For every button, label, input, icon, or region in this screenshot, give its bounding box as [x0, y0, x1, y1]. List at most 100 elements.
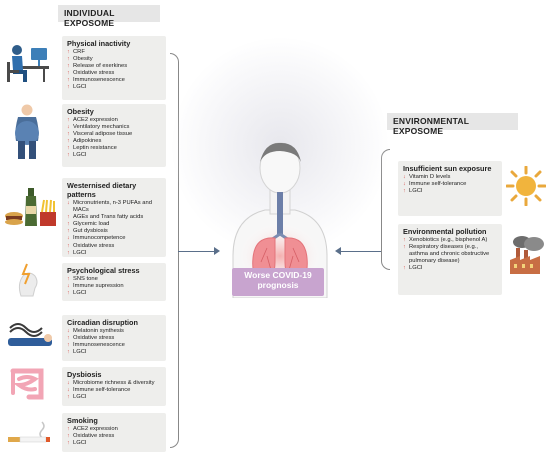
card-item: ↑Glycemic load [67, 221, 161, 228]
card-item: ↑Oxidative stress [67, 243, 161, 250]
card-item-text: LGCI [73, 440, 87, 447]
card-item: ↑LGCI [67, 290, 161, 297]
down-arrow-icon: ↓ [67, 380, 70, 386]
card-title: Obesity [67, 107, 94, 116]
up-arrow-icon: ↑ [67, 131, 70, 138]
card-insufficient-sun: Insufficient sun exposure↓Vitamin D leve… [398, 161, 502, 216]
up-arrow-icon: ↑ [67, 145, 70, 152]
card-item-text: Oxidative stress [73, 433, 115, 440]
card-item-text: MACs [73, 207, 89, 214]
card-item: ↓Ventilatory mechanics [67, 124, 161, 131]
up-arrow-icon: ↑ [67, 249, 70, 256]
up-arrow-icon: ↑ [67, 290, 70, 297]
card-item: asthma and chronic obstructive [403, 251, 497, 258]
card-title: Dysbiosis [67, 370, 102, 379]
card-item: ↑Leptin resistance [67, 145, 161, 152]
card-item-text: LGCI [73, 84, 87, 91]
up-arrow-icon: ↑ [67, 242, 70, 249]
card-item-text: LGCI [73, 394, 87, 401]
card-item-text: Micronutrients, n-3 PUFAs and [73, 200, 152, 206]
card-item-text: asthma and chronic obstructive [409, 251, 490, 258]
card-item-text: pulmonary disease) [409, 258, 460, 265]
card-item: ↑LGCI [67, 152, 161, 159]
up-arrow-icon: ↑ [67, 335, 70, 342]
up-arrow-icon: ↑ [67, 77, 70, 84]
card-item-text: Oxidative stress [73, 335, 115, 342]
up-arrow-icon: ↑ [67, 56, 70, 63]
card-item: ↓Melatonin synthesis [67, 328, 161, 335]
up-arrow-icon: ↑ [67, 228, 70, 235]
down-arrow-icon: ↓ [67, 200, 70, 206]
card-item: ↑Xenobiotics (e.g., bisphenol A) [403, 237, 497, 244]
down-arrow-icon: ↓ [67, 283, 70, 290]
up-arrow-icon: ↑ [67, 152, 70, 159]
individual-exposome-header: INDIVIDUAL EXPOSOME [58, 5, 160, 28]
up-arrow-icon: ↑ [67, 221, 70, 228]
card-item: ↑LGCI [67, 250, 161, 257]
card-item-text: Immunosenescence [73, 77, 125, 84]
down-arrow-icon: ↓ [67, 124, 70, 131]
factory-pollution-icon [510, 236, 544, 274]
up-arrow-icon: ↑ [403, 244, 406, 251]
card-item-text: ACE2 expression [73, 426, 118, 432]
card-item: ↑Visceral adipose tissue [67, 131, 161, 138]
card-item-text: Respiratory diseases (e.g., [409, 244, 478, 251]
card-item-text: Ventilatory mechanics [73, 124, 130, 131]
card-smoking: Smoking↑ACE2 expression↑Oxidative stress… [62, 413, 166, 452]
card-item: ↓Immunocompetence [67, 235, 161, 242]
card-item-text: Oxidative stress [73, 70, 115, 77]
card-title: Psychological stress [67, 266, 140, 275]
card-environmental-pollution: Environmental pollution↑Xenobiotics (e.g… [398, 224, 502, 295]
card-item: ↑LGCI [67, 84, 161, 91]
environmental-exposome-header: ENVIRONMENTAL EXPOSOME [387, 113, 518, 136]
card-item-text: CRF [73, 49, 85, 55]
card-item: ↓Immune self-tolerance [67, 387, 161, 394]
up-arrow-icon: ↑ [67, 276, 70, 282]
card-item-text: SNS tone [73, 276, 98, 282]
outcome-line-2: prognosis [257, 280, 299, 290]
card-item-text: Microbiome richness & diversity [73, 380, 155, 386]
card-obesity: Obesity↑ACE2 expression↓Ventilatory mech… [62, 104, 166, 167]
down-arrow-icon: ↓ [403, 181, 406, 188]
outcome-line-1: Worse COVID-19 [244, 270, 312, 280]
card-item-text: LGCI [409, 265, 423, 272]
up-arrow-icon: ↑ [67, 440, 70, 447]
card-item: ↑ACE2 expression [67, 117, 161, 124]
up-arrow-icon: ↑ [67, 214, 70, 221]
card-title: Environmental pollution [403, 227, 487, 236]
card-item: ↓Immune supression [67, 283, 161, 290]
card-item-text: Melatonin synthesis [73, 328, 124, 334]
card-item: ↑LGCI [403, 265, 497, 272]
card-item: ↓Microbiome richness & diversity [67, 380, 161, 387]
up-arrow-icon: ↑ [67, 49, 70, 55]
card-title: Smoking [67, 416, 98, 425]
card-psychological-stress: Psychological stress↑SNS tone↓Immune sup… [62, 263, 166, 301]
card-item: ↑Release of exerkines [67, 63, 161, 70]
junk-food-icon [5, 188, 56, 226]
card-item-text: Visceral adipose tissue [73, 131, 133, 138]
card-item-text: Vitamin D levels [409, 174, 451, 180]
card-item-text: Xenobiotics (e.g., bisphenol A) [409, 237, 488, 243]
up-arrow-icon: ↑ [67, 394, 70, 401]
card-physical-inactivity: Physical inactivity↑CRF↑Obesity↑Release … [62, 36, 166, 100]
person-at-desk-icon [7, 45, 49, 82]
sleeping-person-icon [8, 323, 52, 346]
card-dysbiosis: Dysbiosis↓Microbiome richness & diversit… [62, 367, 166, 406]
card-item-text: Immune supression [73, 283, 124, 290]
down-arrow-icon: ↓ [67, 387, 70, 394]
card-item: pulmonary disease) [403, 258, 497, 265]
up-arrow-icon: ↑ [67, 138, 70, 145]
up-arrow-icon: ↑ [67, 63, 70, 70]
card-item: ↑LGCI [67, 394, 161, 401]
card-item-text: Immunocompetence [73, 235, 126, 242]
card-item: MACs [67, 207, 161, 214]
card-item: ↓Micronutrients, n-3 PUFAs and [67, 200, 161, 207]
stressed-head-icon [18, 263, 38, 297]
down-arrow-icon: ↓ [67, 235, 70, 242]
card-item: ↑Adipokines [67, 138, 161, 145]
left-connector [178, 251, 216, 252]
up-arrow-icon: ↑ [67, 84, 70, 91]
down-arrow-icon: ↓ [67, 328, 70, 334]
card-item-text: LGCI [73, 249, 87, 256]
cigarette-icon [8, 421, 50, 443]
